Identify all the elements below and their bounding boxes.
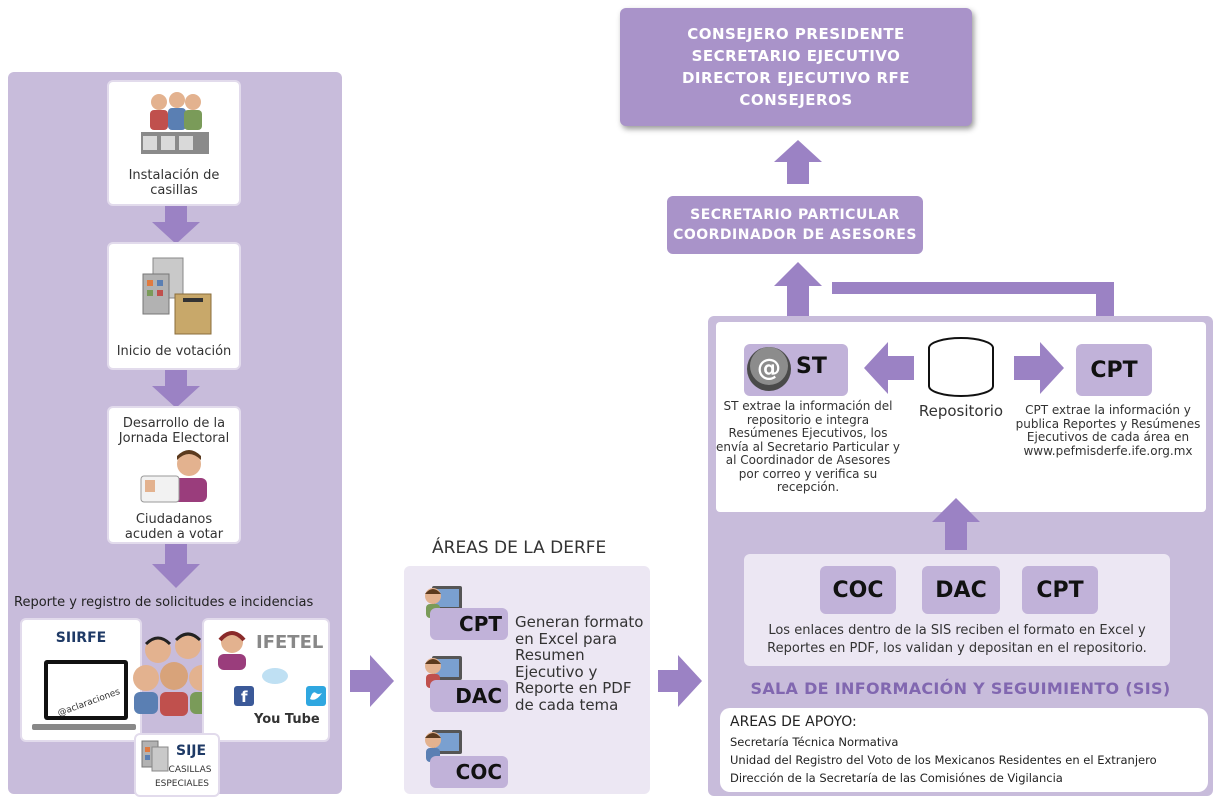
secretario-line-2: COORDINADOR DE ASESORES xyxy=(673,227,917,243)
areas-description: Generan formato en Excel para Resumen Ej… xyxy=(515,613,644,714)
secretario-line-1: SECRETARIO PARTICULAR xyxy=(690,207,900,223)
email-at-icon: @ xyxy=(747,347,791,391)
apoyo-title: AREAS DE APOYO: xyxy=(730,714,857,730)
step-label-election-day-1: Desarrollo de la xyxy=(122,416,226,431)
arrow-right-1 xyxy=(350,655,394,707)
cpt-box: CPT xyxy=(1076,344,1152,396)
executive-line-2: SECRETARIO EJECUTIVO xyxy=(691,47,901,65)
areas-dac-label: DAC xyxy=(430,680,508,712)
areas-coc-label: COC xyxy=(430,756,508,788)
twitter-icon xyxy=(306,686,326,706)
facebook-icon: f xyxy=(234,686,254,706)
enlaces-text-1: Los enlaces dentro de la SIS reciben el … xyxy=(768,623,1146,638)
arrow-down-2 xyxy=(152,370,200,408)
st-description: ST extrae la información del repositorio… xyxy=(716,399,900,494)
report-title: Reporte y registro de solicitudes e inci… xyxy=(14,595,314,610)
operator-icon xyxy=(218,631,246,670)
step-card-installation: Instalación de casillas xyxy=(107,80,241,206)
sije-label: SIJE xyxy=(176,743,207,759)
step-label-voting-start: Inicio de votación xyxy=(116,344,232,359)
arrow-down-1 xyxy=(152,206,200,244)
step-label-installation: Instalación de casillas xyxy=(128,168,220,198)
ifetel-card: IFETEL f You Tube xyxy=(202,618,330,742)
step-label-citizens-1: Ciudadanos xyxy=(135,512,213,527)
executive-line-1: CONSEJERO PRESIDENTE xyxy=(687,25,905,43)
apoyo-item-1: Secretaría Técnica Normativa xyxy=(730,735,899,749)
arrow-left-st xyxy=(864,342,914,394)
step-card-election-day: Desarrollo de la Jornada Electoral Ciuda… xyxy=(107,406,241,544)
arrow-down-3 xyxy=(152,544,200,588)
sije-card: SIJE CASILLAS ESPECIALES xyxy=(134,733,220,797)
monitor-icon xyxy=(32,660,136,730)
enlaces-text-2: Reportes en PDF, los validan y depositan… xyxy=(767,641,1147,656)
voters-icon xyxy=(141,92,209,154)
executive-box: CONSEJERO PRESIDENTE SECRETARIO EJECUTIV… xyxy=(620,8,972,126)
cpt-description: CPT extrae la información y publica Repo… xyxy=(1015,403,1201,458)
arrow-right-2 xyxy=(658,655,702,707)
casillas-label-2: ESPECIALES xyxy=(154,779,210,789)
siirfe-label: SIIRFE xyxy=(55,630,107,646)
enlaces-dac: DAC xyxy=(922,566,1000,614)
citizen-id-icon xyxy=(140,450,207,503)
svg-text:@: @ xyxy=(757,354,781,382)
step-label-election-day-2: Jornada Electoral xyxy=(118,431,230,446)
svg-text:f: f xyxy=(241,688,248,706)
st-label: ST xyxy=(796,354,827,379)
sije-ballot-icon xyxy=(141,740,169,772)
arrow-up-1 xyxy=(774,140,822,184)
enlaces-cpt: CPT xyxy=(1022,566,1098,614)
apoyo-item-3: Dirección de la Secretaría de las Comisi… xyxy=(730,771,1063,785)
ifetel-label: IFETEL xyxy=(256,632,324,653)
chat-icon xyxy=(262,668,288,684)
sis-title: SALA DE INFORMACIÓN Y SEGUIMIENTO (SIS) xyxy=(750,679,1171,698)
apoyo-item-2: Unidad del Registro del Voto de los Mexi… xyxy=(730,753,1157,767)
casillas-label-1: CASILLAS xyxy=(168,765,212,775)
executive-line-4: CONSEJEROS xyxy=(739,91,853,109)
repository-database-icon xyxy=(928,337,994,397)
siirfe-card: SIIRFE @aclaraciones xyxy=(20,618,142,742)
arrow-up-3 xyxy=(932,498,980,550)
repository-label: Repositorio xyxy=(918,402,1004,420)
areas-title: ÁREAS DE LA DERFE xyxy=(432,538,607,558)
enlaces-coc: COC xyxy=(820,566,896,614)
secretario-box: SECRETARIO PARTICULAR COORDINADOR DE ASE… xyxy=(667,196,923,254)
youtube-logo: You Tube xyxy=(254,712,320,727)
ballot-box-icon xyxy=(142,257,212,335)
step-card-voting-start: Inicio de votación xyxy=(107,242,241,370)
executive-line-3: DIRECTOR EJECUTIVO RFE xyxy=(681,69,911,87)
step-label-citizens-2: acuden a votar xyxy=(124,527,224,542)
areas-cpt-label: CPT xyxy=(430,608,508,640)
arrow-right-cpt xyxy=(1014,342,1064,394)
apoyo-card xyxy=(720,708,1208,792)
